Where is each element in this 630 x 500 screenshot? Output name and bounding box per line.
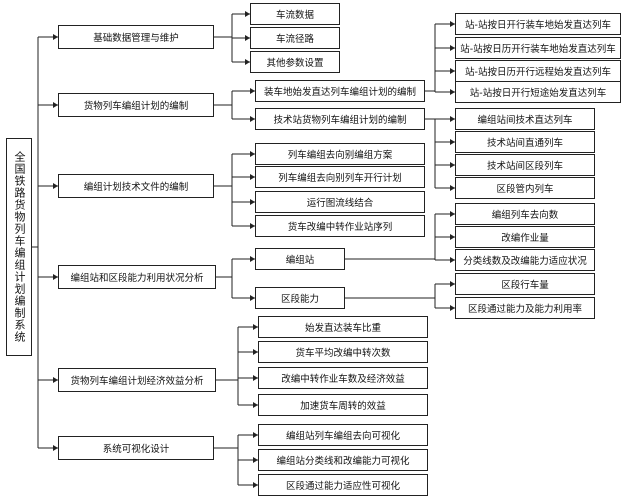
arrowhead — [250, 223, 255, 229]
node-diagram-flow-combination: 运行图流线结合 — [255, 191, 425, 213]
arrowhead — [450, 234, 455, 240]
arrowhead — [253, 375, 258, 381]
node-train-direction-count: 编组列车去向数 — [455, 203, 595, 225]
arrowhead — [53, 377, 58, 383]
node-calendar-loading-through-train: 站-站按日历开行装车地始发直达列车 — [455, 37, 621, 59]
node-classification-track-capacity: 分类线数及改编能力适应状况 — [455, 249, 595, 271]
arrowhead — [450, 257, 455, 263]
arrowhead — [245, 59, 250, 65]
arrowhead — [253, 402, 258, 408]
node-daily-loading-through-train: 站-站按日开行装车地始发直达列车 — [455, 13, 621, 35]
arrowhead — [253, 457, 258, 463]
arrowhead — [450, 281, 455, 287]
arrowhead — [250, 116, 255, 122]
node-avg-transfer-count: 货车平均改编中转次数 — [258, 341, 428, 363]
arrowhead — [450, 45, 455, 51]
arrowhead — [250, 295, 255, 301]
arrowhead — [250, 256, 255, 262]
module-train-plan: 货物列车编组计划的编制 — [58, 93, 214, 117]
arrowhead — [253, 482, 258, 488]
module-visualization: 系统可视化设计 — [58, 436, 214, 460]
node-turnover-acceleration-benefit: 加速货车周转的效益 — [258, 394, 428, 416]
arrowhead — [450, 305, 455, 311]
node-section-capacity: 区段能力 — [255, 287, 345, 309]
node-traffic-route: 车流径路 — [250, 27, 340, 49]
arrowhead — [450, 116, 455, 122]
node-transfer-cars-benefit: 改编中转作业车数及经济效益 — [258, 367, 428, 389]
node-classification-capacity-visualization: 编组站分类线和改编能力可视化 — [258, 449, 428, 471]
module-capacity-analysis: 编组站和区段能力利用状况分析 — [58, 265, 216, 289]
arrowhead — [450, 211, 455, 217]
node-tech-direct-train: 技术站间直通列车 — [455, 131, 595, 153]
node-direction-operation-plan: 列车编组去向别列车开行计划 — [255, 166, 425, 188]
arrowhead — [253, 349, 258, 355]
node-traffic-data: 车流数据 — [250, 3, 340, 25]
arrowhead — [53, 102, 58, 108]
node-section-capacity-visualization: 区段通过能力适应性可视化 — [258, 474, 428, 496]
arrowhead — [450, 68, 455, 74]
root-node: 全国铁路货物列车编组计划编制系统 — [6, 138, 32, 356]
node-daily-short-through-train: 站-站按日开行短途始发直达列车 — [455, 81, 621, 103]
node-section-traffic-volume: 区段行车量 — [455, 273, 595, 295]
node-through-loading-ratio: 始发直达装车比重 — [258, 316, 428, 338]
arrowhead — [250, 88, 255, 94]
node-marshalling-station: 编组站 — [255, 248, 345, 270]
node-marshalling-tech-through-train: 编组站间技术直达列车 — [455, 108, 595, 130]
arrowhead — [450, 89, 455, 95]
node-tech-station-plan: 技术站货物列车编组计划的编制 — [255, 108, 425, 130]
node-section-capacity-utilization: 区段通过能力及能力利用率 — [455, 297, 595, 319]
arrowhead — [250, 151, 255, 157]
arrowhead — [253, 432, 258, 438]
node-direction-scheme: 列车编组去向别编组方案 — [255, 143, 425, 165]
node-direction-visualization: 编组站列车编组去向可视化 — [258, 424, 428, 446]
arrowhead — [53, 445, 58, 451]
arrowhead — [253, 324, 258, 330]
node-loading-through-train-plan: 装车地始发直达列车编组计划的编制 — [255, 80, 425, 102]
arrowhead — [450, 21, 455, 27]
node-other-params: 其他参数设置 — [250, 51, 340, 73]
arrowhead — [53, 34, 58, 40]
node-calendar-long-through-train: 站-站按日历开行远程始发直达列车 — [455, 60, 621, 82]
arrowhead — [245, 11, 250, 17]
arrowhead — [450, 139, 455, 145]
arrowhead — [245, 35, 250, 41]
module-economic-analysis: 货物列车编组计划经济效益分析 — [58, 368, 216, 392]
node-tech-section-train: 技术站间区段列车 — [455, 154, 595, 176]
module-tech-docs: 编组计划技术文件的编制 — [58, 174, 214, 198]
arrowhead — [250, 199, 255, 205]
node-transfer-station-sequence: 货车改编中转作业站序列 — [255, 215, 425, 237]
module-base-data: 基础数据管理与维护 — [58, 25, 214, 49]
arrowhead — [250, 174, 255, 180]
node-reclassification-volume: 改编作业量 — [455, 226, 595, 248]
arrowhead — [450, 162, 455, 168]
node-section-local-train: 区段管内列车 — [455, 177, 595, 199]
arrowhead — [53, 274, 58, 280]
arrowhead — [450, 185, 455, 191]
arrowhead — [53, 183, 58, 189]
